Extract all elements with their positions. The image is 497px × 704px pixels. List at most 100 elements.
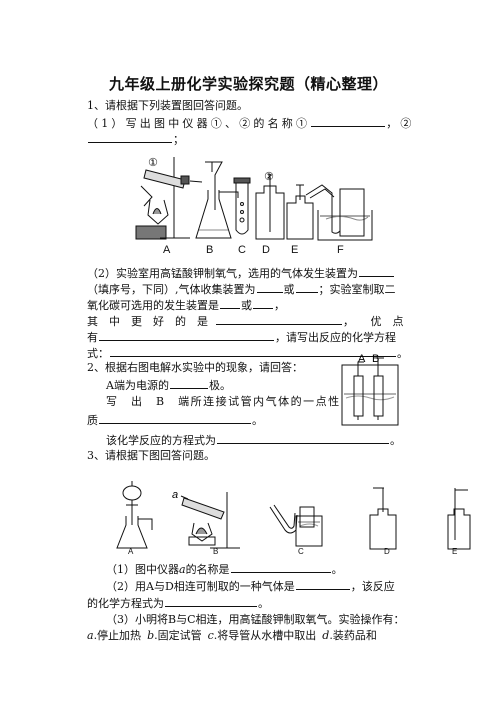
q2-heading: 2、根据右图电解水实验中的现象，请回答： (87, 361, 303, 374)
q3-label-a: A (128, 547, 134, 556)
q2-text4: 。 (252, 414, 263, 427)
q2-text5: 该化学反应的方程式为 (106, 434, 216, 447)
q1-part2-text8: 式： (87, 347, 109, 360)
q1-blank-instrument2[interactable] (88, 131, 172, 143)
electrode-b-label: B (372, 353, 379, 365)
q1-part2-comma: ， (274, 299, 285, 312)
q1-blank-collector1[interactable] (256, 281, 283, 293)
q1-label-f: F (337, 244, 344, 256)
q1-part2-text3: ；实验室制取二 (318, 283, 396, 296)
q1-part1-line2: ； (87, 131, 184, 147)
q3-step-a: a (87, 629, 94, 642)
q1-part1-text-c: ； (173, 133, 184, 146)
apparatus3-d-drawing (369, 487, 397, 550)
q1-blank-generator-o2[interactable] (359, 265, 394, 277)
q1-part2-text5: 其 中 更 好 的 是 (87, 315, 208, 328)
q3-line2: （2）用A与D相连可制取的一种气体是，该反应 (106, 578, 395, 594)
q3-text3: 。 (331, 563, 343, 576)
apparatus-f-drawing (305, 184, 373, 241)
q2-blank-property[interactable] (99, 412, 251, 424)
q1-part2-text7: ，请写出反应的化学方程 (275, 331, 396, 344)
apparatus3-b-drawing (180, 492, 240, 549)
q3-line3: 的化学方程式为 。 (87, 595, 269, 611)
electrode-a-label: A (358, 353, 366, 365)
q1-part2-line5: 有 ，请写出反应的化学方程 (87, 329, 396, 345)
q2-blank-equation[interactable] (217, 432, 389, 444)
q1-label-a: A (163, 244, 171, 256)
q3-label-b: B (213, 547, 219, 556)
q1-label-b: B (206, 244, 214, 256)
apparatus3-a-drawing (116, 481, 153, 549)
q3-text6: 的化学方程式为 (87, 597, 164, 610)
q3-var-a: a (179, 563, 186, 576)
q3-text1: （1）图中仪器 (106, 563, 179, 576)
q2-line2: 写 出 B 端所连接试管内气体的一点性 (106, 395, 341, 408)
q1-label-d: D (262, 244, 270, 256)
q3-label-c: C (298, 547, 304, 556)
q3-step-d: d (322, 629, 330, 642)
q3-line4: （3）小明将B与C相连，用高锰酸钾制取氧气。实验操作有： (106, 613, 405, 626)
apparatus-e-drawing (286, 184, 314, 240)
q1-part2-line6: 式： 。 (87, 345, 408, 361)
apparatus-d-drawing (255, 174, 285, 240)
q3-text5: ，该反应 (350, 580, 395, 593)
q1-part1-text-a: （1）写出图中仪器①、②的名称① (87, 117, 311, 130)
q3-blank-instrument[interactable] (230, 561, 331, 573)
q3-blank-gas[interactable] (295, 578, 350, 590)
q3-step-c-text: .将导管从水槽中取出 (213, 629, 317, 642)
q3-step-b: b (147, 629, 155, 642)
q1-label-c: C (238, 244, 246, 256)
q1-part2-or2: 或 (241, 299, 252, 312)
apparatus3-e-drawing (447, 488, 471, 550)
q3-label-e: E (452, 547, 458, 556)
q2-text2: 极。 (208, 379, 231, 392)
marker-1: ① (148, 157, 158, 169)
q1-part2-period: 。 (397, 347, 408, 360)
marker-2: ② (264, 171, 274, 183)
q2-line3: 质。 (87, 412, 263, 428)
q1-blank-advantage[interactable] (99, 329, 274, 341)
q1-label-e: E (291, 244, 299, 256)
q1-part1-text-b: ，② (386, 117, 415, 130)
q3-heading: 3、请根据下图回答问题。 (87, 449, 215, 462)
q1-heading: 1、请根据下列装置图回答问题。 (87, 99, 248, 112)
q3-text2: 的名称是 (185, 563, 230, 576)
q2-line4: 该化学反应的方程式为 。 (106, 432, 401, 448)
apparatus3-c-drawing (269, 504, 323, 547)
q2-text3: 质 (87, 414, 98, 427)
q1-blank-better[interactable] (216, 313, 342, 325)
q3-line1: （1）图中仪器a的名称是 。 (106, 561, 343, 577)
q2-line1: A端为电源的 极。 (106, 377, 231, 393)
page-title: 九年级上册化学实验探究题（精心整理） (108, 75, 388, 93)
q2-text6: 。 (390, 434, 401, 447)
q1-part2-or: 或 (283, 283, 295, 296)
q1-part2-line3: 氧化碳可选用的发生装置是 或 ， (87, 297, 285, 313)
q1-part1-line: （1）写出图中仪器①、②的名称① ，② (87, 115, 415, 131)
q2-blank-pole[interactable] (169, 377, 208, 389)
q3-step-d-text: .装药品和 (329, 629, 377, 642)
q1-part2-text6: 有 (87, 331, 98, 344)
apparatus-c-drawing (233, 177, 251, 235)
q3-step-a-text: .停止加热 (93, 629, 142, 642)
q3-step-b-text: .固定试管 (154, 629, 202, 642)
q1-part2-line1: （2）实验室用高锰酸钾制氧气，选用的气体发生装置为 (87, 265, 395, 281)
q1-blank-equation[interactable] (110, 345, 396, 357)
q2-text1: A端为电源的 (106, 379, 169, 392)
q1-blank-instrument1[interactable] (311, 115, 386, 127)
q3-text7: 。 (258, 597, 269, 610)
q1-part2-line2: （填序号，下同）,气体收集装置为 或 ；实验室制取二 (87, 281, 396, 297)
q1-part2-advantage: ， 优 点 (343, 315, 404, 328)
q3-step-c: c (207, 629, 214, 642)
q1-part2-text2: （填序号，下同）,气体收集装置为 (87, 283, 256, 296)
q1-blank-co2-gen1[interactable] (220, 297, 240, 309)
q1-blank-co2-gen2[interactable] (253, 297, 273, 309)
q1-part2-line4: 其 中 更 好 的 是 ， 优 点 (87, 313, 417, 329)
q3-blank-equation[interactable] (165, 595, 257, 607)
apparatus-b-drawing (195, 161, 239, 239)
q1-blank-collector2[interactable] (295, 281, 318, 293)
q1-part2-text4: 氧化碳可选用的发生装置是 (87, 299, 219, 312)
